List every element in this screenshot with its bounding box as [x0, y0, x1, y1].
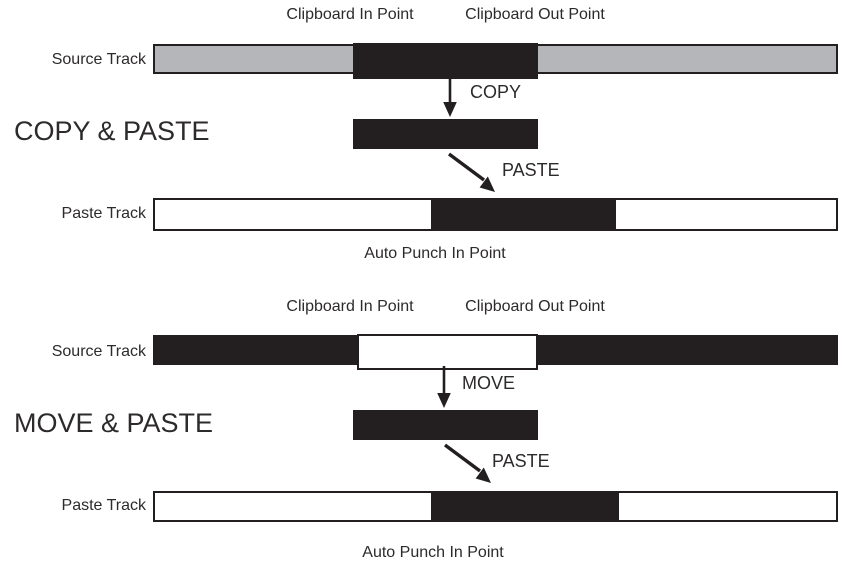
paste-track-bar — [153, 491, 838, 522]
source-track-label: Source Track — [51, 51, 146, 68]
source-track-bar — [153, 334, 838, 370]
move-arrow-icon — [437, 366, 451, 408]
paste-arrow-icon — [443, 443, 491, 483]
auto-punch-in-point-label: Auto Punch In Point — [364, 245, 506, 262]
source-track-bar — [153, 43, 838, 79]
pasted-region-segment — [431, 198, 616, 231]
clipboard-out-point-label: Clipboard Out Point — [465, 6, 605, 23]
section-title-copy-paste: COPY & PASTE — [14, 116, 210, 146]
move-arrow-label: MOVE — [462, 373, 516, 393]
paste-track-label: Paste Track — [61, 205, 146, 222]
paste-arrow-icon — [447, 152, 495, 192]
clipboard-bar — [353, 410, 538, 440]
auto-punch-in-point-label: Auto Punch In Point — [362, 544, 504, 561]
copy-arrow-icon — [443, 75, 457, 117]
section-title-move-paste: MOVE & PASTE — [14, 408, 214, 438]
paste-track-bar — [153, 198, 838, 231]
clipboard-in-point-label: Clipboard In Point — [286, 298, 414, 315]
clipboard-bar — [353, 119, 538, 149]
paste-arrow-label: PASTE — [492, 451, 550, 471]
paste-track-label: Paste Track — [61, 497, 146, 514]
source-track-label: Source Track — [51, 343, 146, 360]
copy-arrow-label: COPY — [470, 82, 522, 102]
clipboard-in-point-label: Clipboard In Point — [286, 6, 414, 23]
pasted-region-segment — [431, 491, 619, 522]
clipboard-region-segment — [353, 43, 538, 79]
removed-region-segment — [357, 334, 538, 370]
paste-arrow-label: PASTE — [502, 160, 560, 180]
clipboard-out-point-label: Clipboard Out Point — [465, 298, 605, 315]
